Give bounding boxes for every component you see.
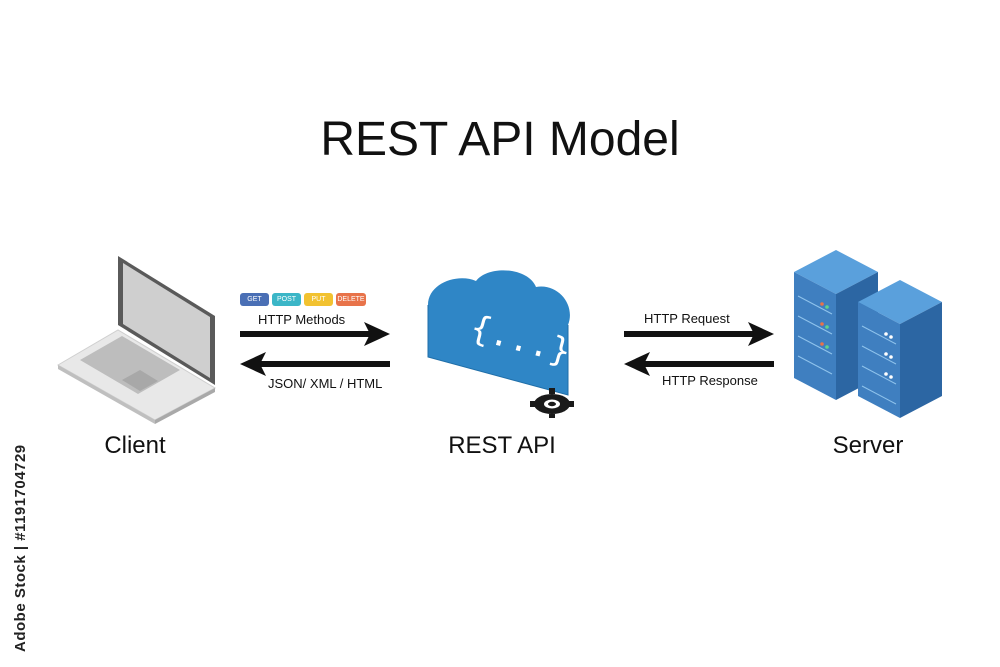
http-request-label: HTTP Request xyxy=(644,311,730,326)
http-response-label: HTTP Response xyxy=(662,373,758,388)
client-to-api-arrow xyxy=(240,322,390,346)
stock-watermark-text: Adobe Stock | #1191704729 xyxy=(12,444,29,652)
cloud-icon: {...} xyxy=(427,270,575,396)
laptop-icon xyxy=(56,256,217,424)
response-format-label: JSON/ XML / HTML xyxy=(268,376,383,391)
gear-icon xyxy=(530,388,574,418)
api-to-server-arrow xyxy=(624,322,774,346)
method-badge-get: GET xyxy=(240,293,269,306)
http-methods-label: HTTP Methods xyxy=(258,312,346,327)
http-method-badges: GET POST PUT DELETE xyxy=(240,293,366,306)
server-rack-icon xyxy=(794,250,942,418)
server-label: Server xyxy=(832,432,904,459)
api-to-client-arrow xyxy=(240,352,390,376)
rest-api-label: REST API xyxy=(448,432,556,459)
method-badge-delete: DELETE xyxy=(336,293,366,306)
diagram-title: REST API Model xyxy=(320,113,680,166)
method-badge-put: PUT xyxy=(304,293,333,306)
stock-watermark: Adobe Stock | #1191704729 xyxy=(6,430,30,660)
method-badge-post: POST xyxy=(272,293,301,306)
client-label: Client xyxy=(104,432,166,459)
server-to-api-arrow xyxy=(624,352,774,376)
